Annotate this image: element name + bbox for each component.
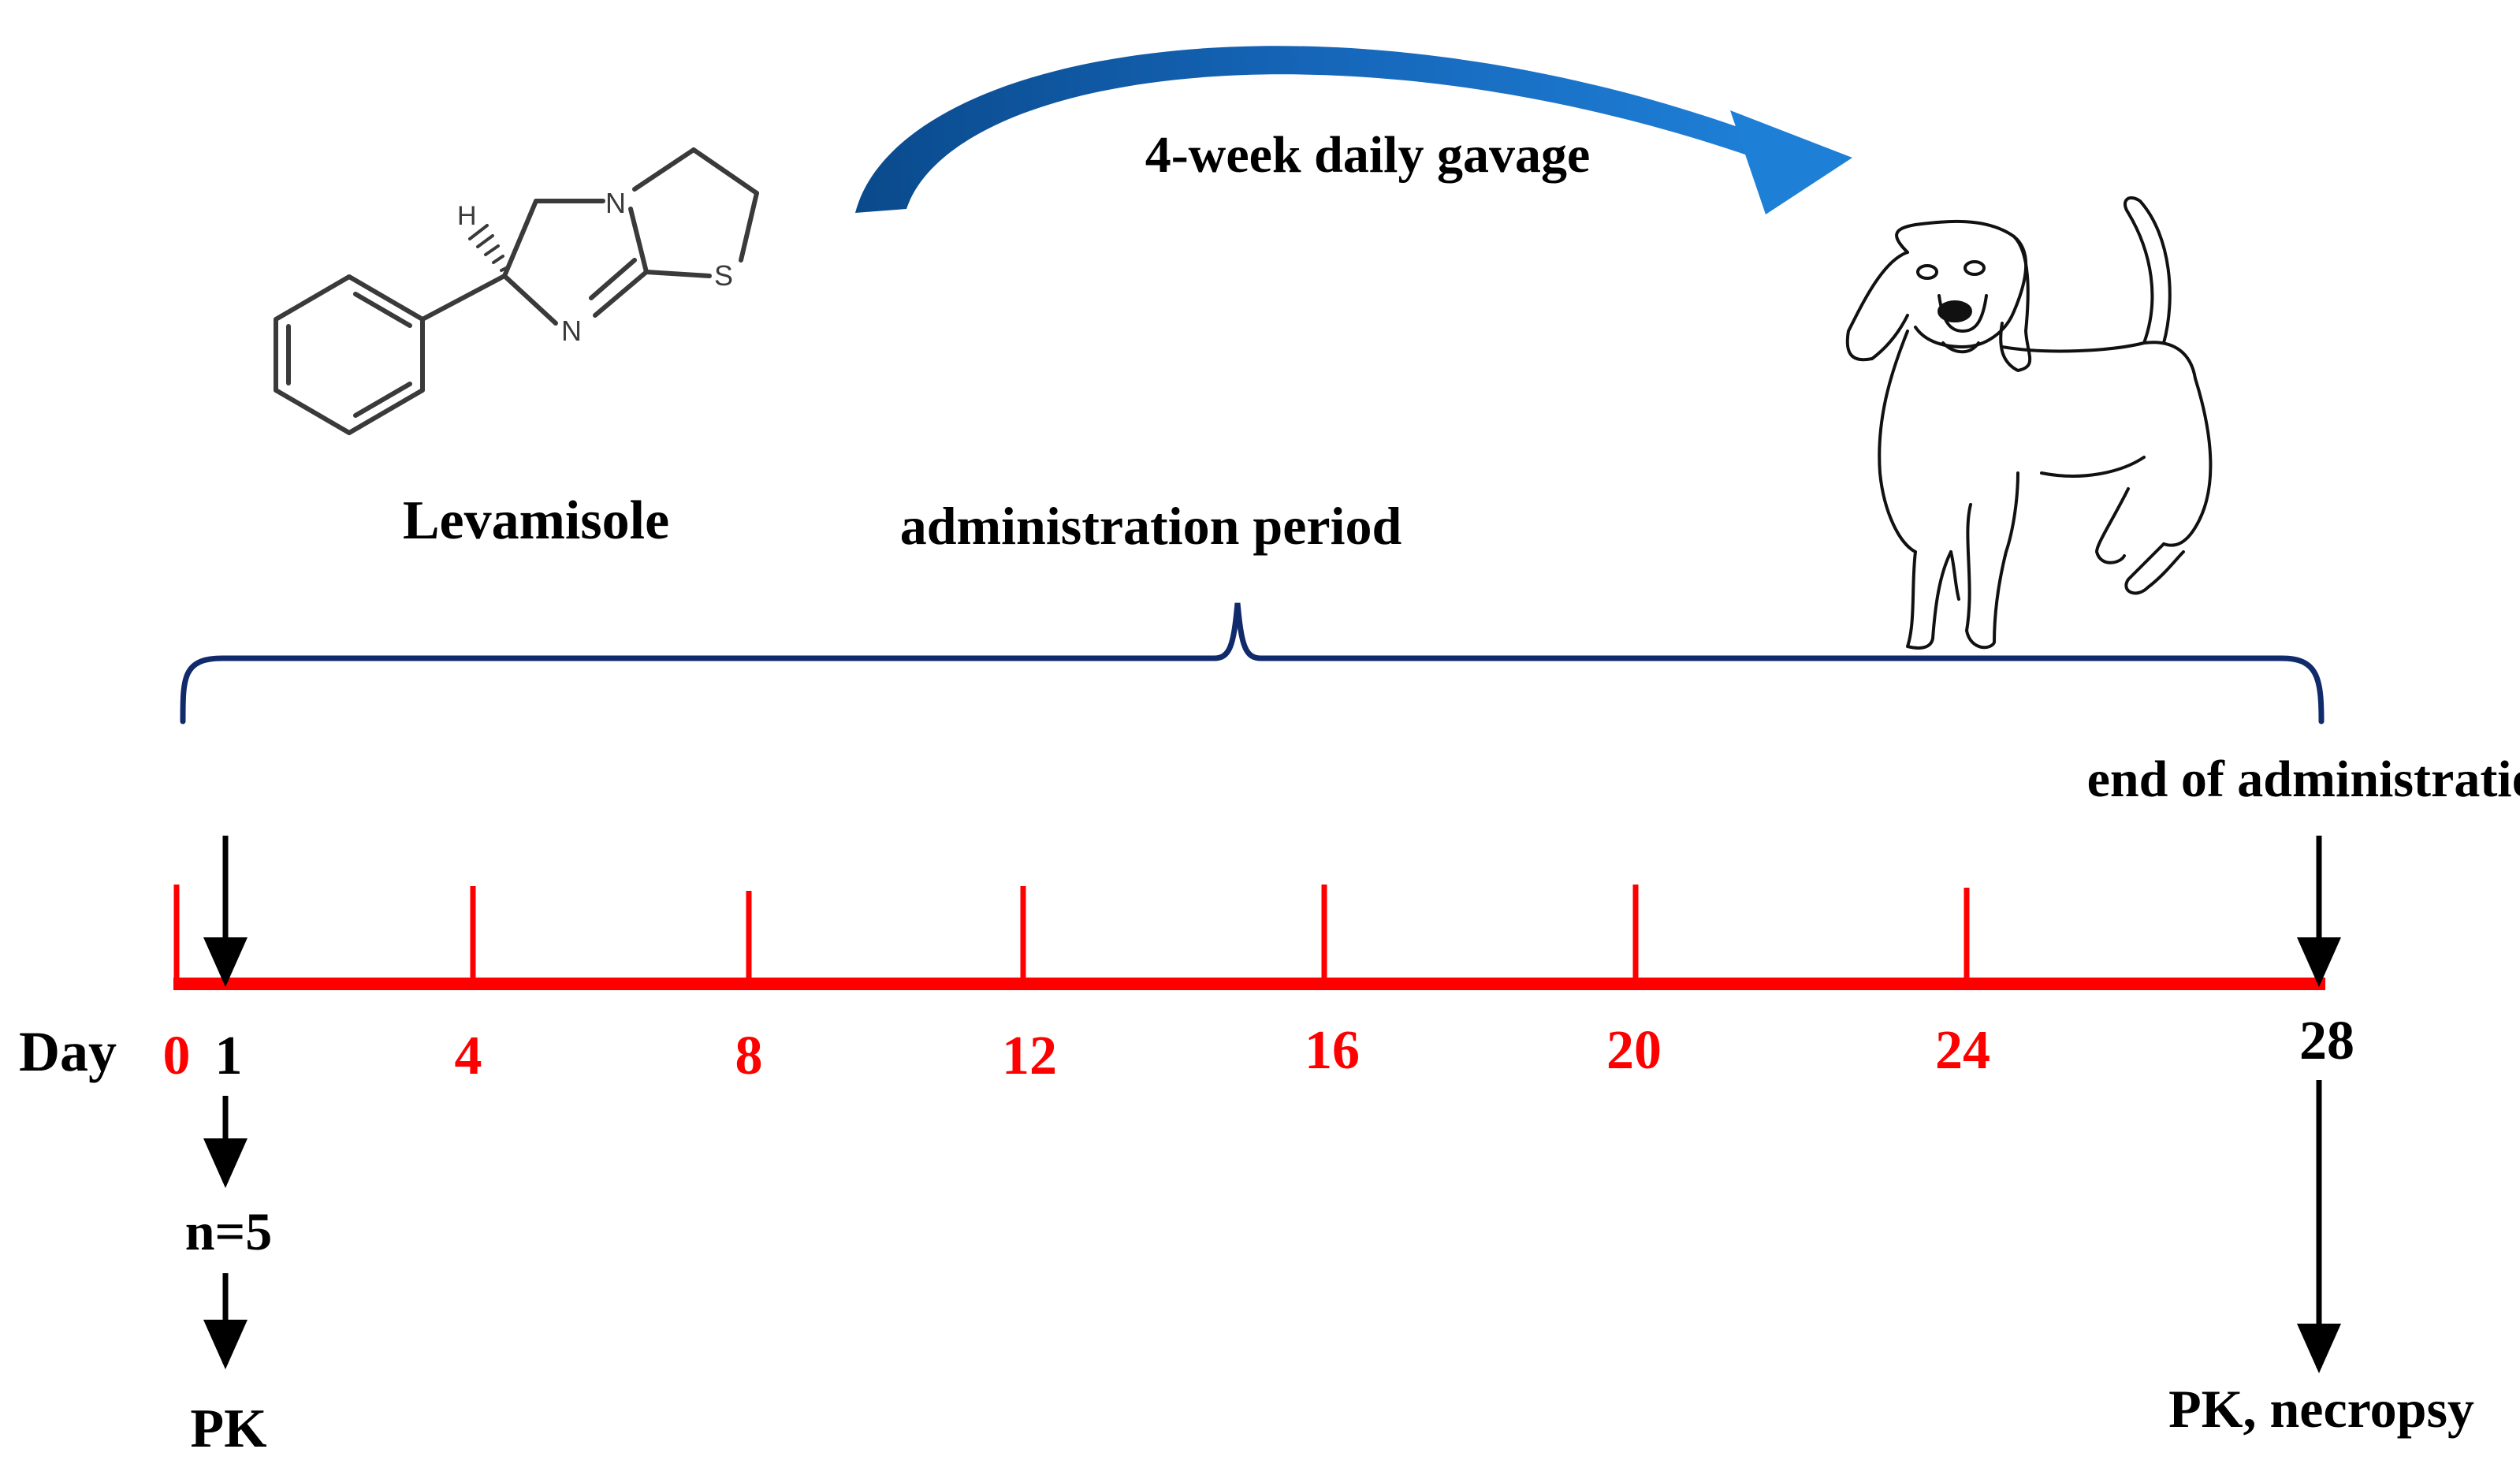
tick-label-day-8: 8 bbox=[735, 1026, 763, 1086]
arrow-label: 4-week daily gavage bbox=[1145, 126, 1591, 184]
nitrogen-ring-label: N bbox=[605, 187, 626, 219]
day28-outcome-label: PK, necropsy bbox=[2168, 1379, 2474, 1439]
tick-label-day-1: 1 bbox=[215, 1026, 243, 1086]
day1-outcome-label: PK bbox=[190, 1399, 266, 1459]
nitrogen-imine-label: N bbox=[561, 315, 582, 347]
tick-label-day-4: 4 bbox=[455, 1026, 482, 1086]
tick-label-day-24: 24 bbox=[1935, 1020, 1990, 1081]
benzene-ring bbox=[274, 274, 425, 435]
gavage-arrow bbox=[855, 46, 1852, 214]
sulfur-label: S bbox=[714, 259, 733, 292]
end-label: end of administration bbox=[2087, 751, 2520, 808]
levamisole-structure bbox=[274, 147, 759, 435]
tick-label-day-0: 0 bbox=[163, 1026, 191, 1086]
hydrogen-label: H bbox=[457, 201, 477, 231]
tick-label-day-16: 16 bbox=[1305, 1020, 1360, 1081]
period-label: administration period bbox=[900, 496, 1402, 556]
tick-label-day-28: 28 bbox=[2299, 1011, 2354, 1071]
gavage-arrow-body bbox=[855, 46, 1758, 213]
day-axis-label: Day bbox=[19, 1020, 117, 1083]
hashed-wedge bbox=[468, 224, 509, 272]
tick-label-day-20: 20 bbox=[1606, 1020, 1662, 1081]
tick-label-day-12: 12 bbox=[1002, 1026, 1057, 1086]
gavage-arrow-head bbox=[1730, 110, 1852, 214]
compound-name: Levamisole bbox=[403, 490, 669, 551]
dog-illustration bbox=[1845, 196, 2213, 650]
group-size-label: n=5 bbox=[185, 1201, 273, 1261]
period-brace bbox=[180, 602, 2325, 724]
